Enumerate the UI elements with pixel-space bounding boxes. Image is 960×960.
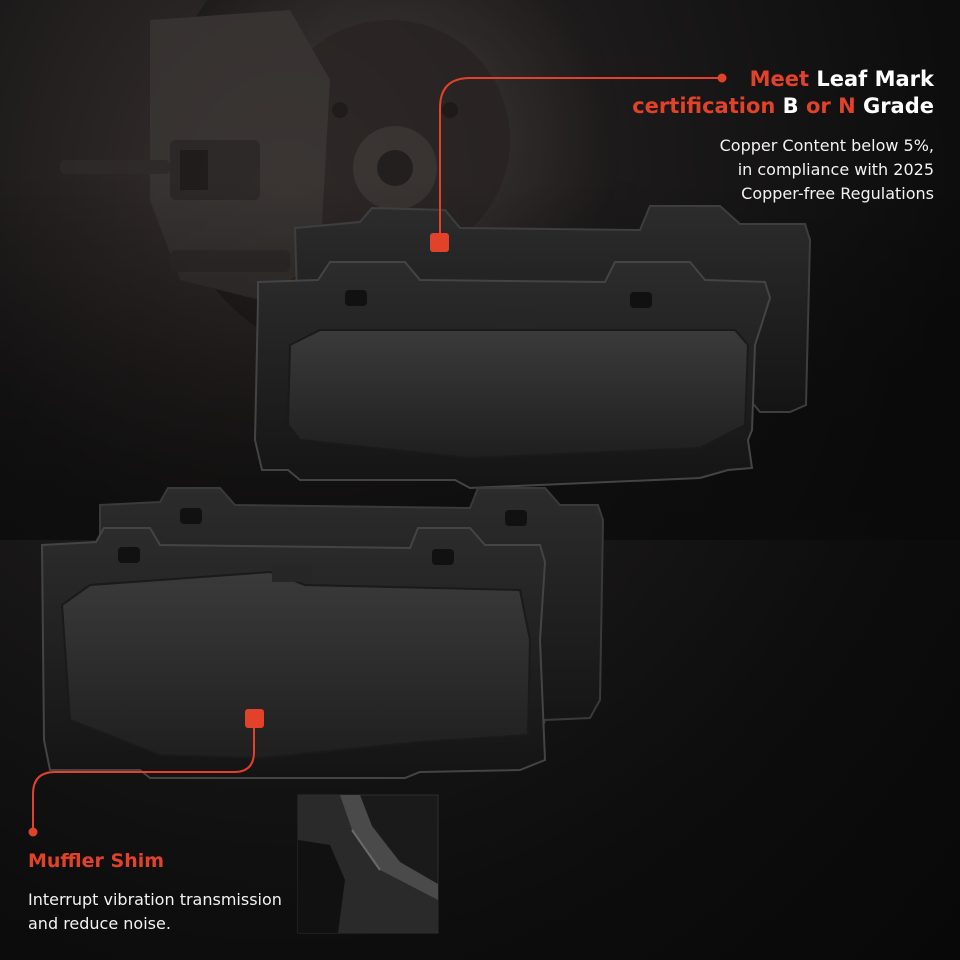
leaf-mark-headline: Meet Leaf Mark certification B or N Grad… <box>514 66 934 120</box>
headline-word-certification: certification <box>632 94 776 118</box>
description-line: in compliance with 2025 <box>737 160 934 179</box>
muffler-shim-title: Muffler Shim <box>28 850 165 872</box>
description-line: Copper-free Regulations <box>741 184 934 203</box>
description-line: Copper Content below 5%, <box>719 136 934 155</box>
headline-word-grade: Grade <box>862 94 934 118</box>
top-callout-connector <box>430 73 727 252</box>
brake-pad-bottom-front <box>40 527 547 779</box>
description-line: and reduce noise. <box>28 914 171 933</box>
headline-word-b: B <box>782 94 799 118</box>
callout-endpoint-icon <box>28 827 38 837</box>
headline-word-leaf-mark: Leaf Mark <box>816 67 934 91</box>
headline-word-meet: Meet <box>749 67 810 91</box>
callout-marker-icon <box>430 233 449 252</box>
muffler-shim-description: Interrupt vibration transmission and red… <box>28 888 308 936</box>
muffler-shim-detail-inset <box>297 794 439 934</box>
bottom-callout-connector <box>28 709 264 837</box>
brake-pad-top-front <box>253 261 772 490</box>
leaf-mark-description: Copper Content below 5%, in compliance w… <box>514 134 934 206</box>
callout-marker-icon <box>245 709 264 728</box>
leaf-mark-callout: Meet Leaf Mark certification B or N Grad… <box>514 66 934 206</box>
callout-endpoint-icon <box>717 73 727 83</box>
description-line: Interrupt vibration transmission <box>28 890 282 909</box>
headline-word-or-n: or N <box>805 94 856 118</box>
muffler-shim-callout: Muffler Shim Interrupt vibration transmi… <box>28 848 308 936</box>
